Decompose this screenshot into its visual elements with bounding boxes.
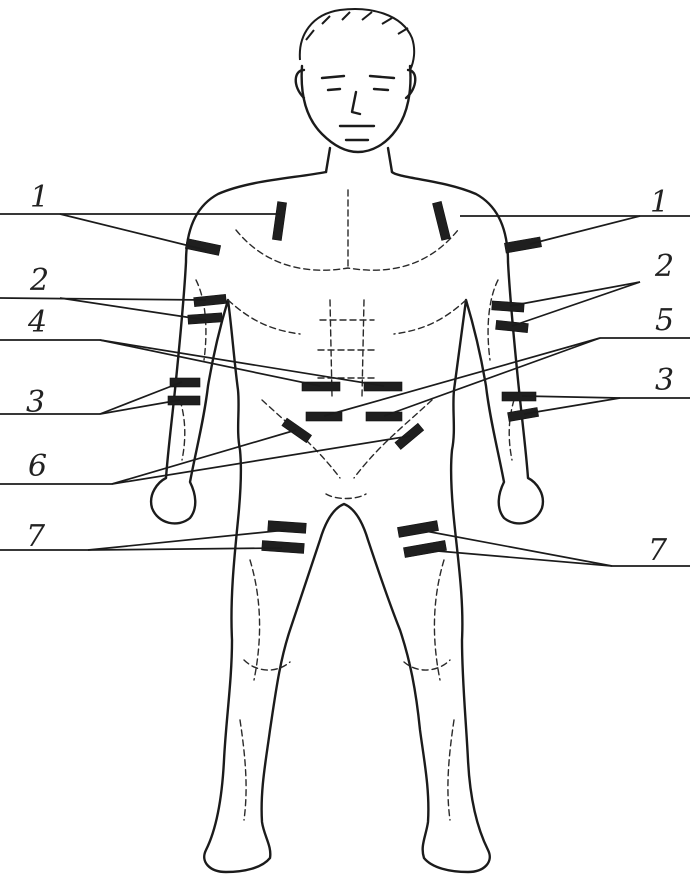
label-6-left: 6 bbox=[28, 449, 47, 484]
leader-lines bbox=[0, 214, 690, 566]
label-7-left: 7 bbox=[26, 519, 46, 554]
hair bbox=[300, 9, 414, 70]
electrode-7-right-lower bbox=[403, 540, 446, 557]
face bbox=[322, 76, 394, 140]
label-2-left: 2 bbox=[29, 263, 49, 298]
electrode-5-right bbox=[366, 412, 402, 421]
electrode-7-left-lower bbox=[262, 541, 305, 554]
label-7-right: 7 bbox=[648, 533, 668, 568]
label-3-right: 3 bbox=[655, 363, 674, 398]
electrode-6-left bbox=[282, 418, 312, 443]
electrode-1-right-chest bbox=[433, 201, 451, 240]
electrode-5-left bbox=[306, 412, 342, 421]
label-2-right: 2 bbox=[654, 249, 674, 284]
electrode-1-right-shoulder bbox=[504, 237, 541, 253]
label-3-left: 3 bbox=[26, 385, 45, 420]
label-5-right: 5 bbox=[655, 303, 674, 338]
label-1-left: 1 bbox=[30, 180, 49, 215]
label-4-left: 4 bbox=[27, 305, 47, 340]
electrode-1-left-chest bbox=[272, 202, 286, 241]
number-labels: 1 1 2 2 4 5 3 3 6 7 7 bbox=[26, 180, 674, 568]
body-outline bbox=[151, 172, 543, 872]
electrode-2-right-upper bbox=[492, 301, 525, 312]
label-1-right: 1 bbox=[650, 185, 669, 220]
human-figure bbox=[151, 9, 543, 872]
electrode-7-right-upper bbox=[397, 521, 438, 538]
